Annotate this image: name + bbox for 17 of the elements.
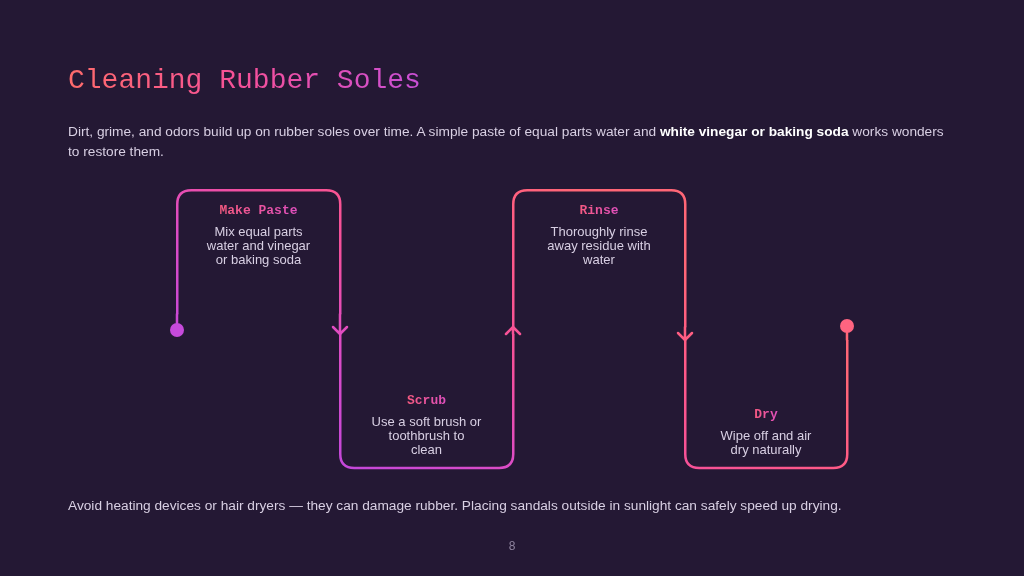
step-description: Use a soft brush or toothbrush to clean xyxy=(371,415,482,458)
step-frame xyxy=(175,188,342,314)
step-description: Thoroughly rinse away residue with water xyxy=(546,224,652,267)
flow-arrow xyxy=(331,312,349,336)
step-description: Wipe off and air dry naturally xyxy=(719,429,813,458)
step-frame xyxy=(511,188,687,327)
dot-icon xyxy=(840,319,854,333)
tip-note: Avoid heating devices or hair dryers — they can damage rubber. Placing sandals outside in sunlight can safely speed up drying. xyxy=(68,497,842,515)
step-heading: Dry xyxy=(754,407,778,424)
step-description: Mix equal parts water and vinegar or baking soda xyxy=(205,224,312,267)
intro-paragraph: Dirt, grime, and odors build up on rubber soles over time. A simple paste of equal parts water and white vinegar or baking soda works wonders to restore them. xyxy=(68,123,945,161)
page-number: 8 xyxy=(508,538,516,554)
step-frame xyxy=(338,334,515,470)
flow-arrow xyxy=(504,325,522,336)
step-frame xyxy=(683,340,849,470)
dot-icon xyxy=(170,323,184,337)
flow-arrow xyxy=(676,325,694,342)
